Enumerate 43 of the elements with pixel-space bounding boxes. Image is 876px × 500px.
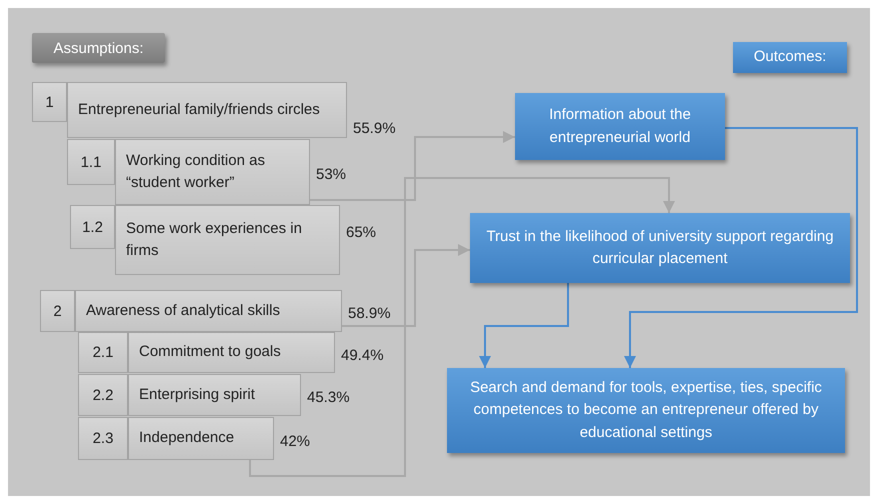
percentage-label: 45.3% [307,388,350,408]
percentage-label: 55.9% [353,119,396,139]
connector-arrow [310,131,515,201]
heading-tag [32,33,165,63]
item-number: 1.2 [82,218,103,236]
outcome-box [470,213,850,283]
node-text: Entrepreneurial family/friends circles [78,100,320,120]
outcome-box [733,42,847,73]
number-box [70,205,115,249]
item-number: 2 [53,302,62,320]
node-text: Trust in the likelihood of university support regarding curricular placement [485,226,835,269]
node-text: Commitment to goals [139,342,281,362]
item-number: 2.2 [92,386,114,404]
percentage-label: 42% [280,432,310,452]
item-number: 2.3 [92,430,114,447]
percentage-label: 53% [316,165,346,185]
item-number: 2.1 [92,344,114,361]
node-text: Assumptions: [53,40,144,56]
connector-arrow [249,177,675,477]
item-number: 1.1 [80,154,102,170]
node-text: Information about the entrepreneurial world [548,105,692,148]
outcome-box [515,93,725,160]
node-text: Independence [139,428,234,448]
node-text: Awareness of analytical skills [86,300,280,321]
connector-arrow [479,283,569,368]
percentage-label: 49.4% [341,346,384,366]
percentage-label: 65% [346,223,376,243]
node-text: Working condition as “student worker” [126,150,266,193]
connector-arrow [624,127,858,368]
connector-arrow [342,244,470,327]
node-text: Some work experiences in firms [126,218,303,261]
node-text: Outcomes: [754,47,826,68]
number-box [40,290,75,332]
number-box [67,139,115,185]
number-box [32,82,67,122]
number-box [78,417,128,460]
item-number: 1 [45,94,54,110]
node-text: Enterprising spirit [139,384,255,405]
node-text: Search and demand for tools, expertise, ties, specific competences to become an entrepreneur offered by educational settings [469,378,823,443]
number-box [78,374,128,416]
outcome-box [447,368,845,453]
percentage-label: 58.9% [348,304,391,324]
number-box [78,332,128,373]
